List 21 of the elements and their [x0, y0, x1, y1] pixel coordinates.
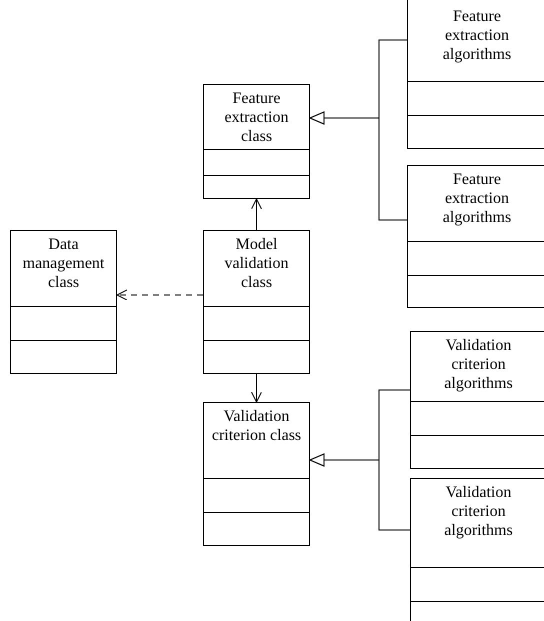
- inheritance-arrow: [310, 112, 408, 220]
- class-box: [410, 478, 544, 621]
- arrow: [251, 374, 262, 402]
- class-name: Validation criterion class: [210, 407, 302, 445]
- class-box: [407, 0, 544, 149]
- class-box: [410, 331, 544, 469]
- arrow: [116, 290, 204, 300]
- class-name: Model validation class: [224, 235, 290, 292]
- inheritance-arrow: [310, 454, 410, 530]
- class-name: Validation criterion algorithms: [443, 336, 514, 393]
- class-name: Feature extraction class: [224, 89, 290, 146]
- class-name: Data management class: [22, 235, 106, 292]
- class-name: Feature extraction algorithms: [442, 170, 512, 227]
- class-box: [10, 230, 117, 374]
- class-name: Feature extraction algorithms: [442, 7, 512, 64]
- class-name: Validation criterion algorithms: [443, 483, 514, 540]
- class-box: [203, 230, 310, 374]
- class-box: [203, 402, 310, 546]
- arrow: [251, 198, 262, 230]
- class-box: [203, 84, 310, 199]
- class-box: [407, 165, 544, 308]
